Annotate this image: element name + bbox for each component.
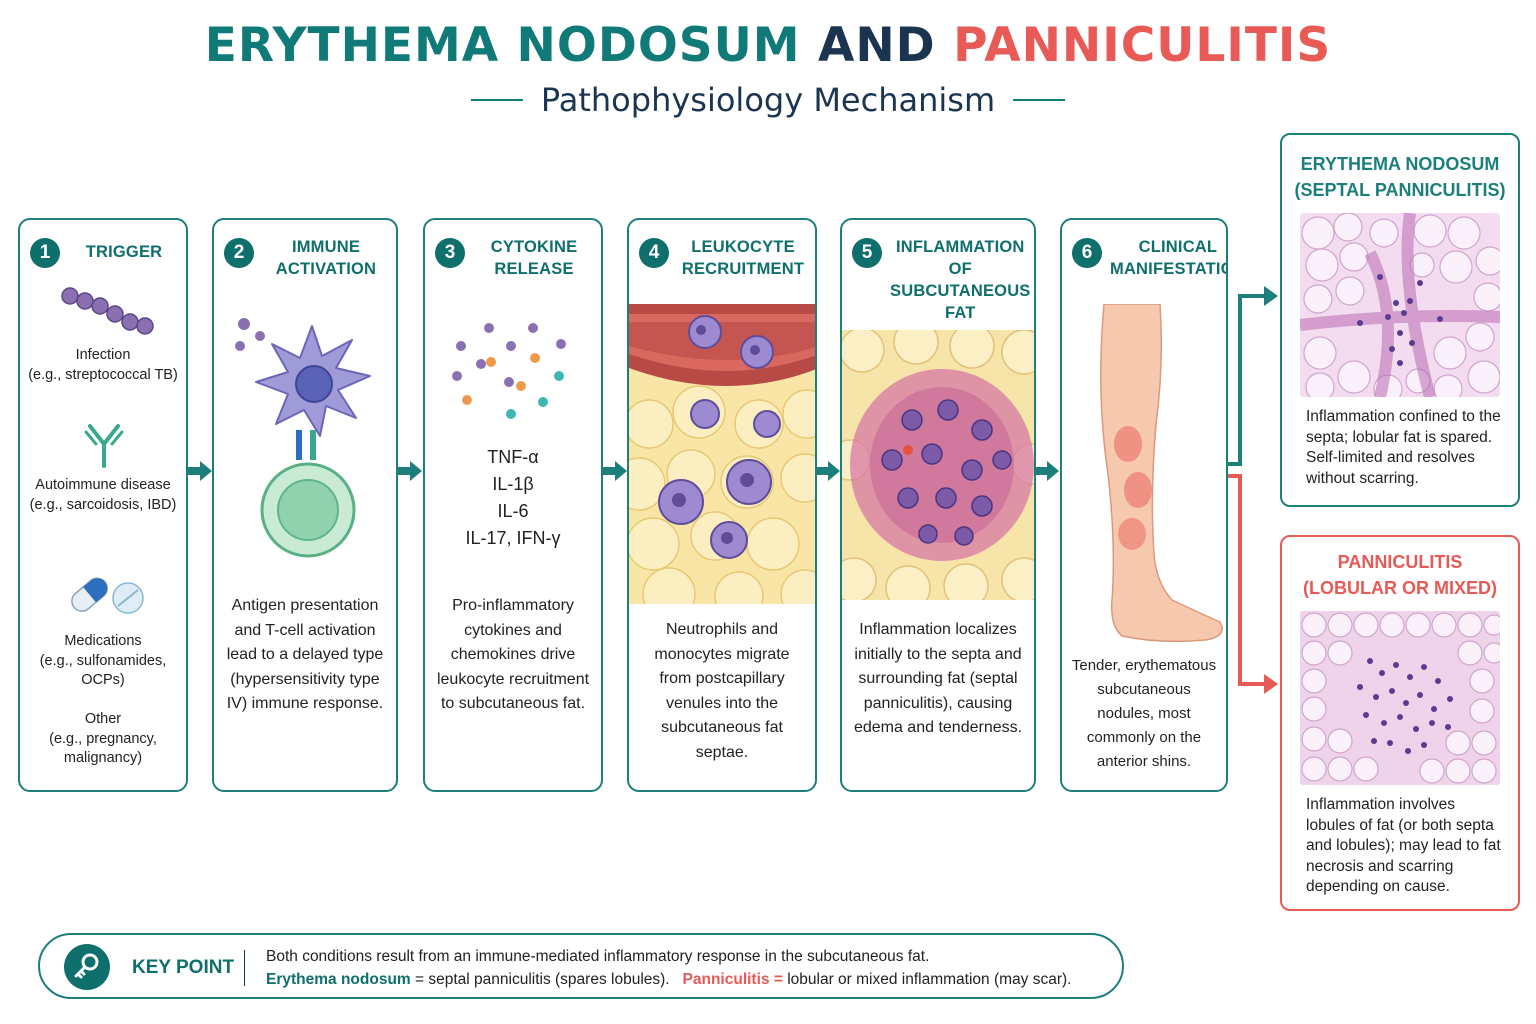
title-part-erythema: ERYTHEMA NODOSUM [205, 18, 801, 73]
en-description: Inflammation confined to the septa; lobu… [1306, 407, 1504, 489]
septal-histology-image [1300, 213, 1500, 397]
step-title: CLINICALMANIFESTATION [1110, 236, 1228, 280]
step-number: 2 [224, 238, 254, 268]
subtitle-row: Pathophysiology Mechanism [0, 78, 1536, 122]
step-number: 4 [639, 238, 669, 268]
key-point-line1: Both conditions result from an immune-me… [266, 948, 929, 966]
step-header: 6 CLINICALMANIFESTATION [1072, 236, 1220, 280]
branch-arrows [1226, 282, 1280, 694]
subtitle-divider-right [1013, 99, 1065, 101]
step-description: Antigen presentation and T-cell activati… [222, 594, 388, 717]
leg-illustration [1082, 304, 1228, 644]
trigger-other: Other (e.g., pregnancy, malignancy) [26, 710, 180, 769]
pill-icon [64, 570, 154, 622]
title-part-and: AND [818, 18, 936, 73]
step-header: 1 TRIGGER [30, 236, 180, 268]
flow-arrow-2 [398, 459, 424, 483]
flow-arrow-4 [816, 459, 842, 483]
title-part-panniculitis: PANNICULITIS [953, 18, 1331, 73]
subtitle-divider-left [471, 99, 523, 101]
dendritic-cell-icon [232, 306, 382, 582]
key-point-divider [244, 950, 245, 986]
flow-arrow-5 [1035, 459, 1061, 483]
trigger-autoimmune: Autoimmune disease (e.g., sarcoidosis, I… [26, 476, 180, 515]
step-number: 6 [1072, 238, 1102, 268]
lobular-histology-image [1300, 611, 1500, 785]
en-title: ERYTHEMA NODOSUM(SEPTAL PANNICULITIS) [1282, 151, 1518, 203]
page-subtitle: Pathophysiology Mechanism [541, 81, 995, 119]
step-card-clinical-manifestation: 6 CLINICALMANIFESTATION Tender, erythema… [1060, 218, 1228, 792]
step-description: Pro-inflammatory cytokines and chemokine… [433, 594, 593, 717]
step-number: 3 [435, 238, 465, 268]
step-card-trigger: 1 TRIGGER Infection (e.g., streptococcal… [18, 218, 188, 792]
flow-arrow-1 [188, 459, 214, 483]
venule-illustration [629, 304, 817, 604]
key-icon [64, 944, 110, 990]
bacteria-icon [58, 284, 154, 340]
step-description: Neutrophils and monocytes migrate from p… [637, 618, 807, 765]
flow-arrow-3 [603, 459, 629, 483]
key-en-def: = septal panniculitis (spares lobules). [411, 971, 670, 988]
inflamed-fat-illustration [842, 330, 1036, 600]
step-number: 5 [852, 238, 882, 268]
antibody-icon [82, 420, 126, 468]
trigger-medications: Medications (e.g., sulfonamides, OCPs) [26, 632, 180, 691]
step-title: TRIGGER [68, 236, 180, 263]
cytokine-dots-icon [451, 320, 579, 424]
key-pn-term: Panniculitis = [683, 971, 783, 988]
step-description: Inflammation localizes initially to the … [850, 618, 1026, 741]
key-point-banner: KEY POINT Both conditions result from an… [38, 933, 1124, 999]
step-description: Tender, erythematous subcutaneous nodule… [1070, 654, 1218, 774]
key-point-label: KEY POINT [132, 957, 234, 979]
erythema-nodosum-box: ERYTHEMA NODOSUM(SEPTAL PANNICULITIS) In… [1280, 133, 1520, 507]
trigger-infection: Infection (e.g., streptococcal TB) [26, 346, 180, 385]
pn-title: PANNICULITIS(LOBULAR OR MIXED) [1282, 549, 1518, 601]
step-number: 1 [30, 238, 60, 268]
key-en-term: Erythema nodosum [266, 971, 411, 988]
page-title: ERYTHEMA NODOSUM AND PANNICULITIS [0, 18, 1536, 73]
panniculitis-box: PANNICULITIS(LOBULAR OR MIXED) Inflammat… [1280, 535, 1520, 911]
key-point-line2: Erythema nodosum = septal panniculitis (… [266, 971, 1071, 989]
key-pn-def: lobular or mixed inflammation (may scar)… [783, 971, 1072, 988]
pn-description: Inflammation involves lobules of fat (or… [1306, 795, 1504, 898]
